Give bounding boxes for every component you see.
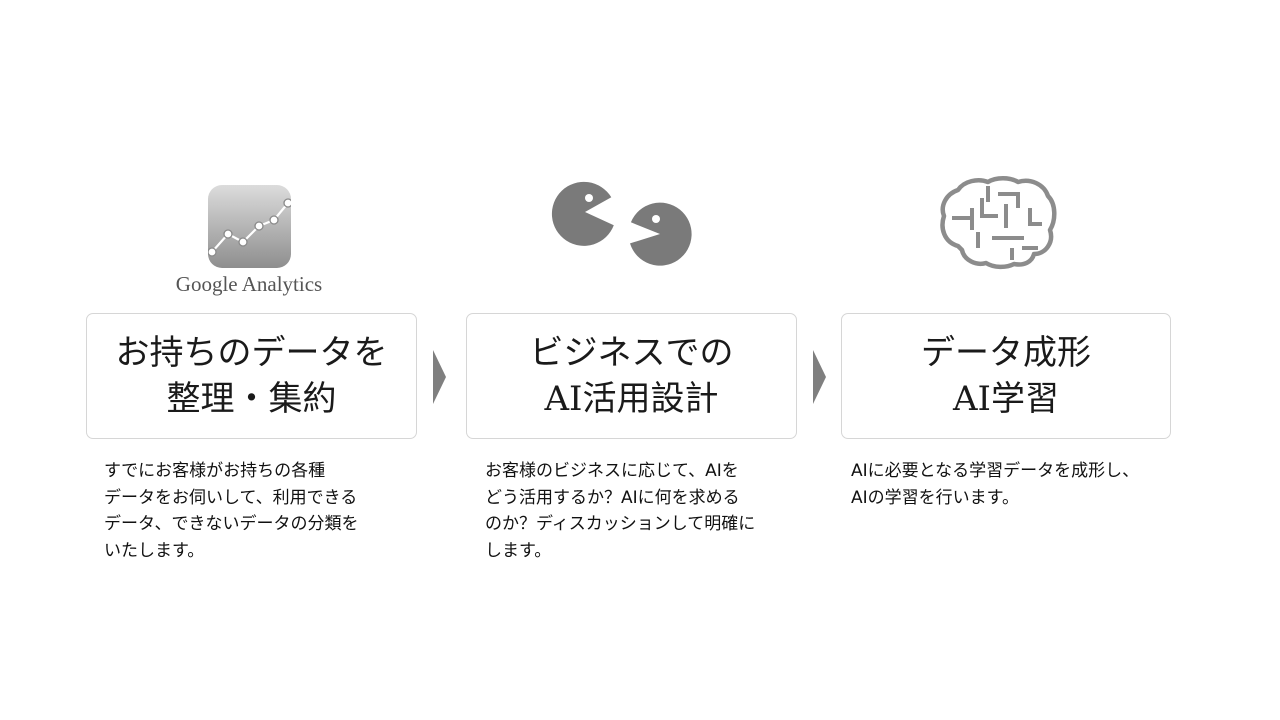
step-2-title-line: ビジネスでの <box>529 333 734 373</box>
step-2-box: ビジネスでの AI活用設計 <box>466 313 797 439</box>
description-line: AIの学習を行います。 <box>851 487 1019 508</box>
step-1-title-line: 整理・集約 <box>166 379 337 419</box>
description-line: お客様のビジネスに応じて、AIを <box>485 461 739 481</box>
step-1-description: すでにお客様がお持ちの各種 データをお伺いして、利用できる データ、できないデー… <box>104 458 359 564</box>
step-1-box: お持ちのデータを 整理・集約 <box>86 313 417 439</box>
description-line: データをお伺いして、利用できる <box>104 487 358 508</box>
description-line: いたします。 <box>104 540 205 561</box>
description-line: します。 <box>485 540 552 561</box>
description-line: どう活用するか？AIに何を求める <box>485 487 740 508</box>
conversation-faces-icon <box>550 178 700 274</box>
description-line: すでにお客様がお持ちの各種 <box>104 461 326 481</box>
step-3-title-line: データ成形 <box>921 333 1091 373</box>
step-3-box: データ成形 AI学習 <box>841 313 1171 439</box>
step-2-title-line: AI活用設計 <box>544 379 719 419</box>
description-line: のか？ディスカッションして明確に <box>485 514 756 534</box>
description-line: AIに必要となる学習データを成形し、 <box>851 461 1140 481</box>
step-3-title-line: AI学習 <box>953 379 1059 419</box>
step-2-description: お客様のビジネスに応じて、AIを どう活用するか？AIに何を求める のか？ディス… <box>485 458 755 564</box>
chevron-right-icon <box>811 350 827 408</box>
step-1-title-line: お持ちのデータを <box>115 333 388 373</box>
google-analytics-icon <box>208 185 291 268</box>
chevron-right-icon <box>431 350 447 408</box>
description-line: データ、できないデータの分類を <box>104 514 359 534</box>
google-analytics-label: Google Analytics <box>175 272 323 296</box>
step-3-description: AIに必要となる学習データを成形し、 AIの学習を行います。 <box>851 458 1139 511</box>
circuit-brain-icon <box>938 176 1058 274</box>
